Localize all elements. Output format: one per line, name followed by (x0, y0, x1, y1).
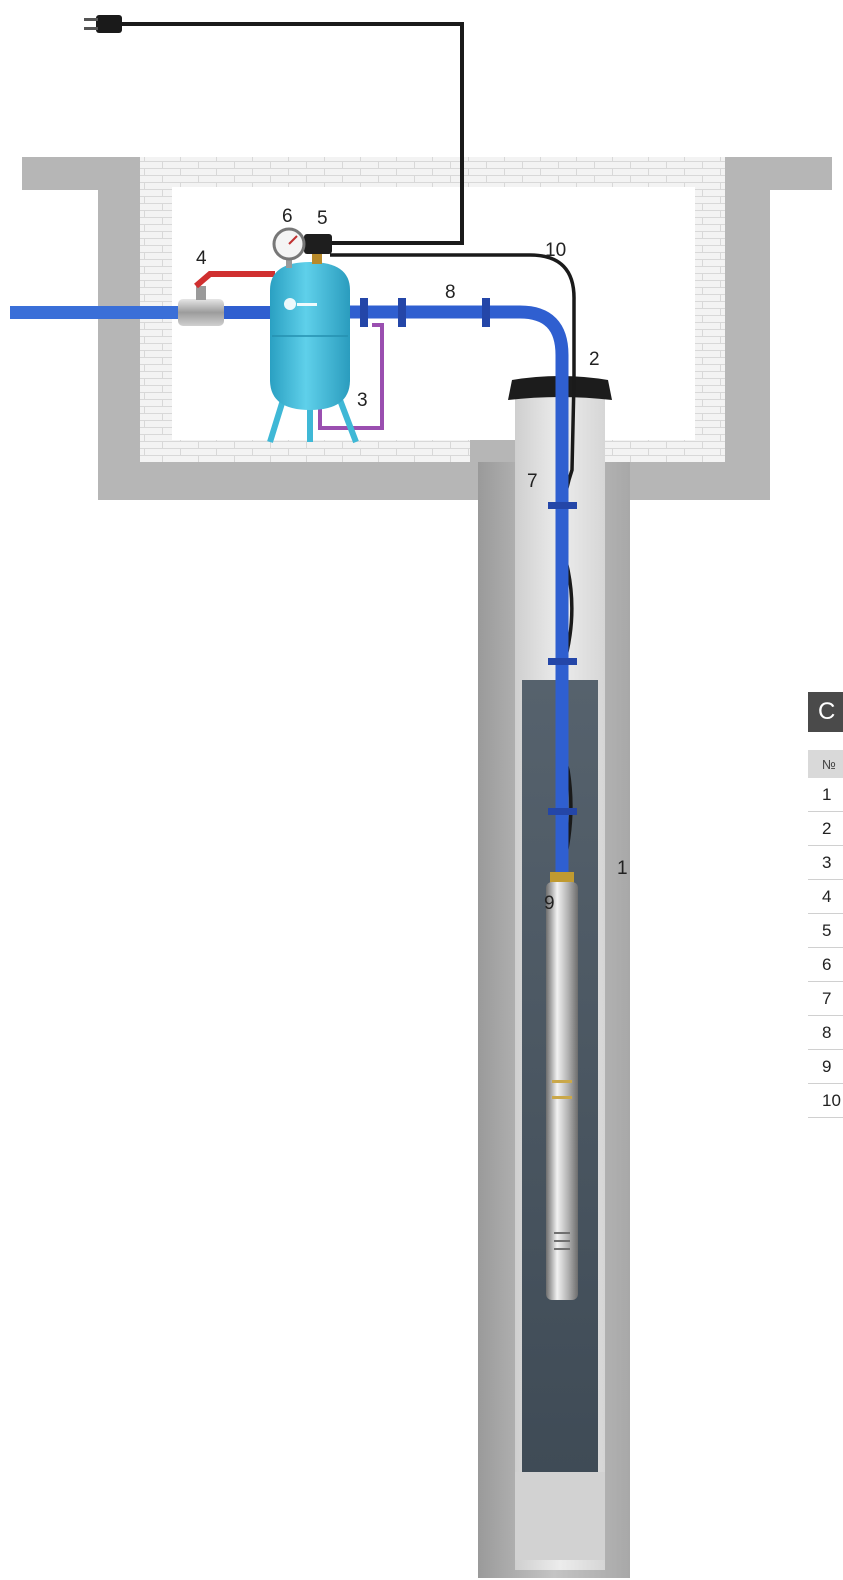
callout-2: 2 (589, 349, 600, 370)
tank-logo-icon (284, 298, 296, 310)
callout-5: 5 (317, 208, 328, 229)
legend-row: 2 (808, 812, 843, 846)
legend-title: C (808, 692, 843, 732)
legend-row: 1 (808, 778, 843, 812)
plug-icon (96, 15, 122, 33)
callout-1: 1 (617, 858, 628, 879)
legend-row: 4 (808, 880, 843, 914)
callout-6: 6 (282, 206, 293, 227)
callout-7: 7 (527, 471, 538, 492)
legend-panel: C № 1 2 3 4 5 6 7 8 9 10 (808, 692, 843, 1118)
legend-row: 9 (808, 1050, 843, 1084)
legend-column-header: № (808, 750, 843, 778)
callout-9: 9 (544, 893, 555, 914)
legend-row: 7 (808, 982, 843, 1016)
legend-row: 5 (808, 914, 843, 948)
submersible-pump (546, 872, 578, 1300)
callout-4: 4 (196, 248, 207, 269)
callout-8: 8 (445, 282, 456, 303)
callout-3: 3 (357, 390, 368, 411)
legend-row: 10 (808, 1084, 843, 1118)
concrete-pit (22, 157, 832, 1578)
legend-row: 3 (808, 846, 843, 880)
legend-table: № 1 2 3 4 5 6 7 8 9 10 (808, 750, 843, 1118)
legend-row: 6 (808, 948, 843, 982)
legend-row: 8 (808, 1016, 843, 1050)
callout-10: 10 (545, 240, 566, 261)
